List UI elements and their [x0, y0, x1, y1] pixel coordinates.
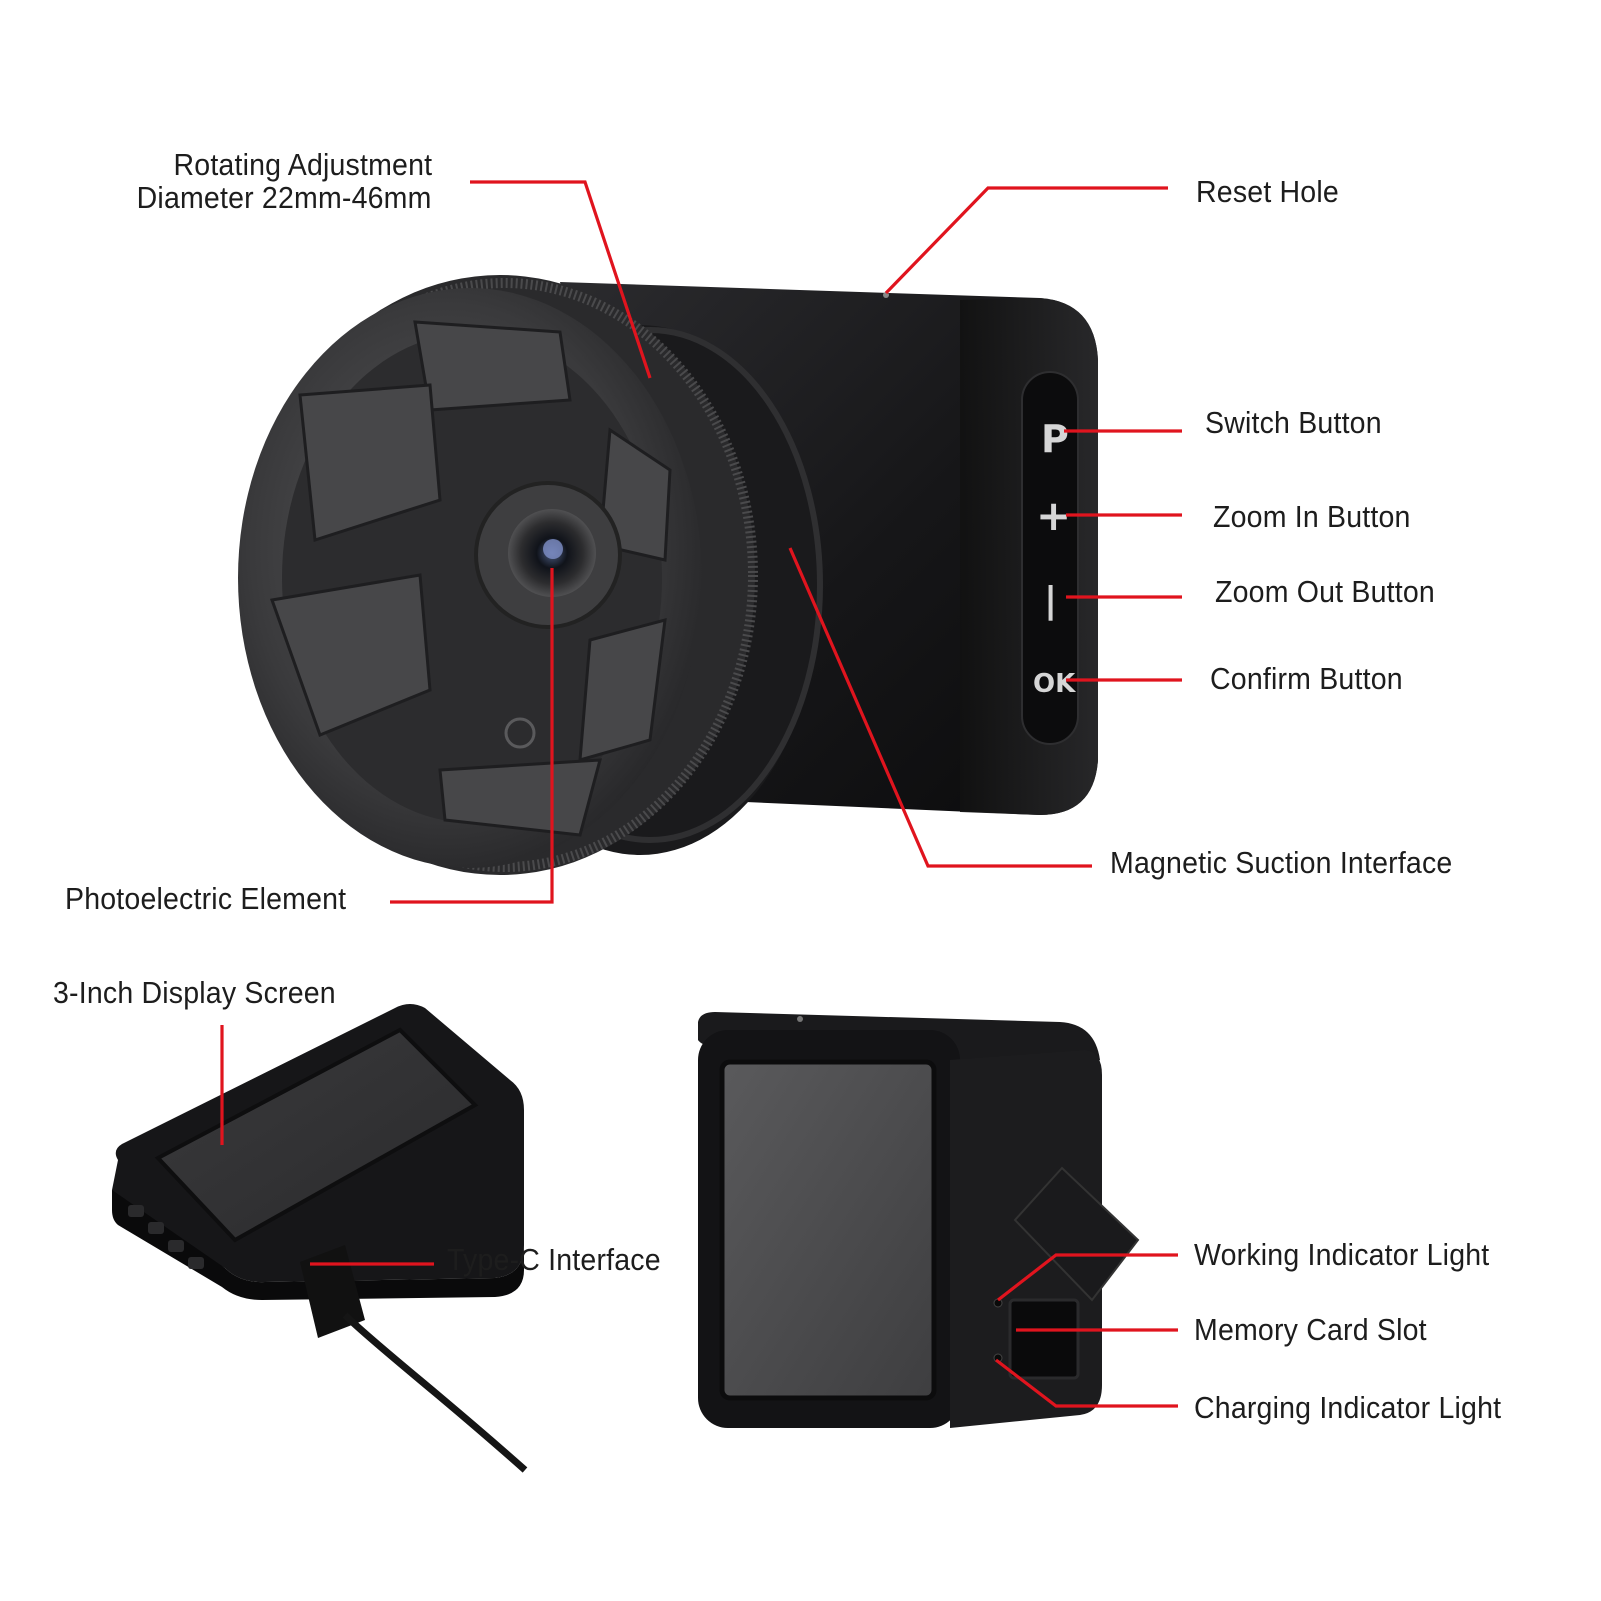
label-reset-hole: Reset Hole	[1196, 174, 1339, 209]
switch-button-glyph[interactable]: P	[1041, 417, 1069, 461]
leader-reset-hole	[884, 186, 1168, 295]
ring-screw	[504, 717, 536, 749]
usb-cable	[342, 1312, 528, 1473]
lens-glint	[543, 539, 563, 559]
rear-top-dot	[797, 1016, 803, 1022]
label-photoelectric-element: Photoelectric Element	[65, 881, 347, 916]
display-device-bottom	[112, 1190, 524, 1300]
rear-screen	[719, 1059, 937, 1401]
leader-lines	[220, 180, 1182, 1408]
leader-photoelectric	[390, 568, 554, 904]
label-display-screen: 3-Inch Display Screen	[53, 975, 336, 1010]
label-memory-slot: Memory Card Slot	[1194, 1312, 1427, 1347]
zoom-out-button-glyph[interactable]: |	[1044, 580, 1057, 621]
knurled-ring-teeth	[252, 278, 758, 872]
side-buttons	[128, 1205, 204, 1269]
label-working-light: Working Indicator Light	[1194, 1237, 1490, 1272]
label-magnetic-interface: Magnetic Suction Interface	[1110, 845, 1453, 880]
memory-card-slot[interactable]	[1008, 1298, 1080, 1380]
card-slot-flap[interactable]	[1013, 1166, 1140, 1302]
label-rotating-line1: Rotating Adjustment	[173, 147, 432, 182]
leader-rotating	[470, 180, 652, 379]
leader-charging	[995, 1358, 1178, 1408]
confirm-button-glyph[interactable]: OK	[1033, 669, 1076, 699]
main-camera: P + | OK	[238, 275, 1098, 875]
display-screen	[154, 1027, 479, 1243]
rear-device	[698, 1012, 1140, 1428]
zoom-in-button-glyph[interactable]: +	[1036, 491, 1071, 540]
label-confirm-button: Confirm Button	[1210, 661, 1403, 696]
display-device	[112, 1004, 528, 1473]
working-light-dot	[993, 1298, 1003, 1308]
leader-magnetic	[788, 547, 1092, 868]
button-strip	[1021, 371, 1079, 745]
leader-working	[997, 1253, 1178, 1302]
label-zoom-out-button: Zoom Out Button	[1215, 574, 1435, 609]
label-switch-button: Switch Button	[1205, 405, 1382, 440]
label-charging-light: Charging Indicator Light	[1194, 1390, 1502, 1425]
label-zoom-in-button: Zoom In Button	[1213, 499, 1411, 534]
label-typec-interface: Type-C Interface	[447, 1242, 661, 1277]
label-rotating-line2: Diameter 22mm-46mm	[137, 180, 432, 215]
clamp-jaws	[269, 320, 672, 837]
